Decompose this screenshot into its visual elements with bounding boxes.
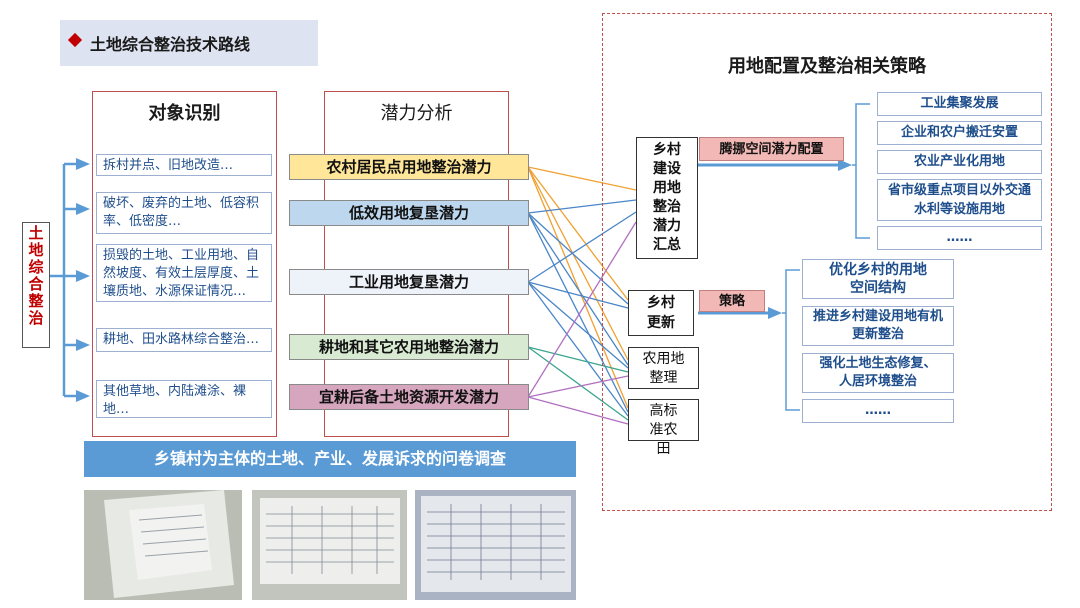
- object-column-heading: 对象识别: [148, 103, 221, 124]
- teal-connectors: [527, 346, 629, 421]
- right-brackets: [782, 103, 870, 411]
- purple-connectors: [527, 221, 637, 425]
- survey-photo-2: [252, 490, 407, 600]
- alloc-item-2: 企业和农户搬迁安置: [877, 121, 1042, 145]
- strategy-item-3: 强化土地生态修复、人居环境整治: [802, 353, 954, 393]
- right-arrows: [698, 163, 840, 315]
- right-arrow-heads: [768, 159, 852, 319]
- potential-box-2: 低效用地复垦潜力: [289, 200, 529, 226]
- strategy-frame: [602, 13, 1052, 511]
- page-title: 土地综合整治技术路线: [90, 35, 251, 54]
- object-box-5: 其他草地、内陆滩涂、裸地…: [96, 380, 272, 418]
- summary-box: 乡村建设用地整治潜力汇总: [636, 137, 698, 259]
- object-column-frame: [92, 91, 277, 437]
- strategy-title: 用地配置及整治相关策略: [728, 56, 926, 77]
- potential-box-1: 农村居民点用地整治潜力: [289, 154, 529, 180]
- survey-photo-3: [415, 490, 576, 600]
- potential-column-heading: 潜力分析: [380, 103, 453, 124]
- object-box-2: 破坏、废弃的土地、低容积率、低密度…: [96, 192, 272, 234]
- strategy-item-2: 推进乡村建设用地有机更新整治: [802, 306, 954, 346]
- strategy-item-4: ……: [802, 399, 954, 423]
- object-arrow-heads: [76, 158, 90, 402]
- potential-box-4: 耕地和其它农用地整治潜力: [289, 334, 529, 360]
- alloc-item-5: ……: [877, 226, 1042, 250]
- left-bracket-connector: [50, 162, 78, 398]
- alloc-item-4: 省市级重点项目以外交通水利等设施用地: [877, 179, 1042, 221]
- rural-renewal-box: 乡村更新: [628, 290, 694, 336]
- blue-connectors: [527, 199, 637, 417]
- side-label: 土地综合整治: [22, 222, 50, 348]
- alloc-item-3: 农业产业化用地: [877, 150, 1042, 174]
- survey-banner: 乡镇村为主体的土地、产业、发展诉求的问卷调查: [84, 441, 576, 477]
- strategy-item-1: 优化乡村的用地空间结构: [802, 259, 954, 299]
- space-allocation-label: 腾挪空间潜力配置: [699, 137, 844, 161]
- object-box-4: 耕地、田水路林综合整治…: [96, 328, 272, 352]
- title-banner: [60, 20, 318, 66]
- potential-box-5: 宜耕后备土地资源开发潜力: [289, 384, 529, 410]
- potential-column-frame: [324, 91, 509, 437]
- survey-photo-1: [84, 490, 242, 600]
- farmland-consolidation-box: 农用地整理: [628, 347, 699, 389]
- object-box-1: 拆村并点、旧地改造…: [96, 154, 272, 176]
- alloc-item-1: 工业集聚发展: [877, 92, 1042, 116]
- potential-box-3: 工业用地复垦潜力: [289, 269, 529, 295]
- strategy-label: 策略: [699, 290, 765, 312]
- high-standard-farmland-box: 高标准农田: [628, 399, 699, 457]
- object-box-3: 损毁的土地、工业用地、自然坡度、有效土层厚度、土壤质地、水源保证情况…: [96, 244, 272, 302]
